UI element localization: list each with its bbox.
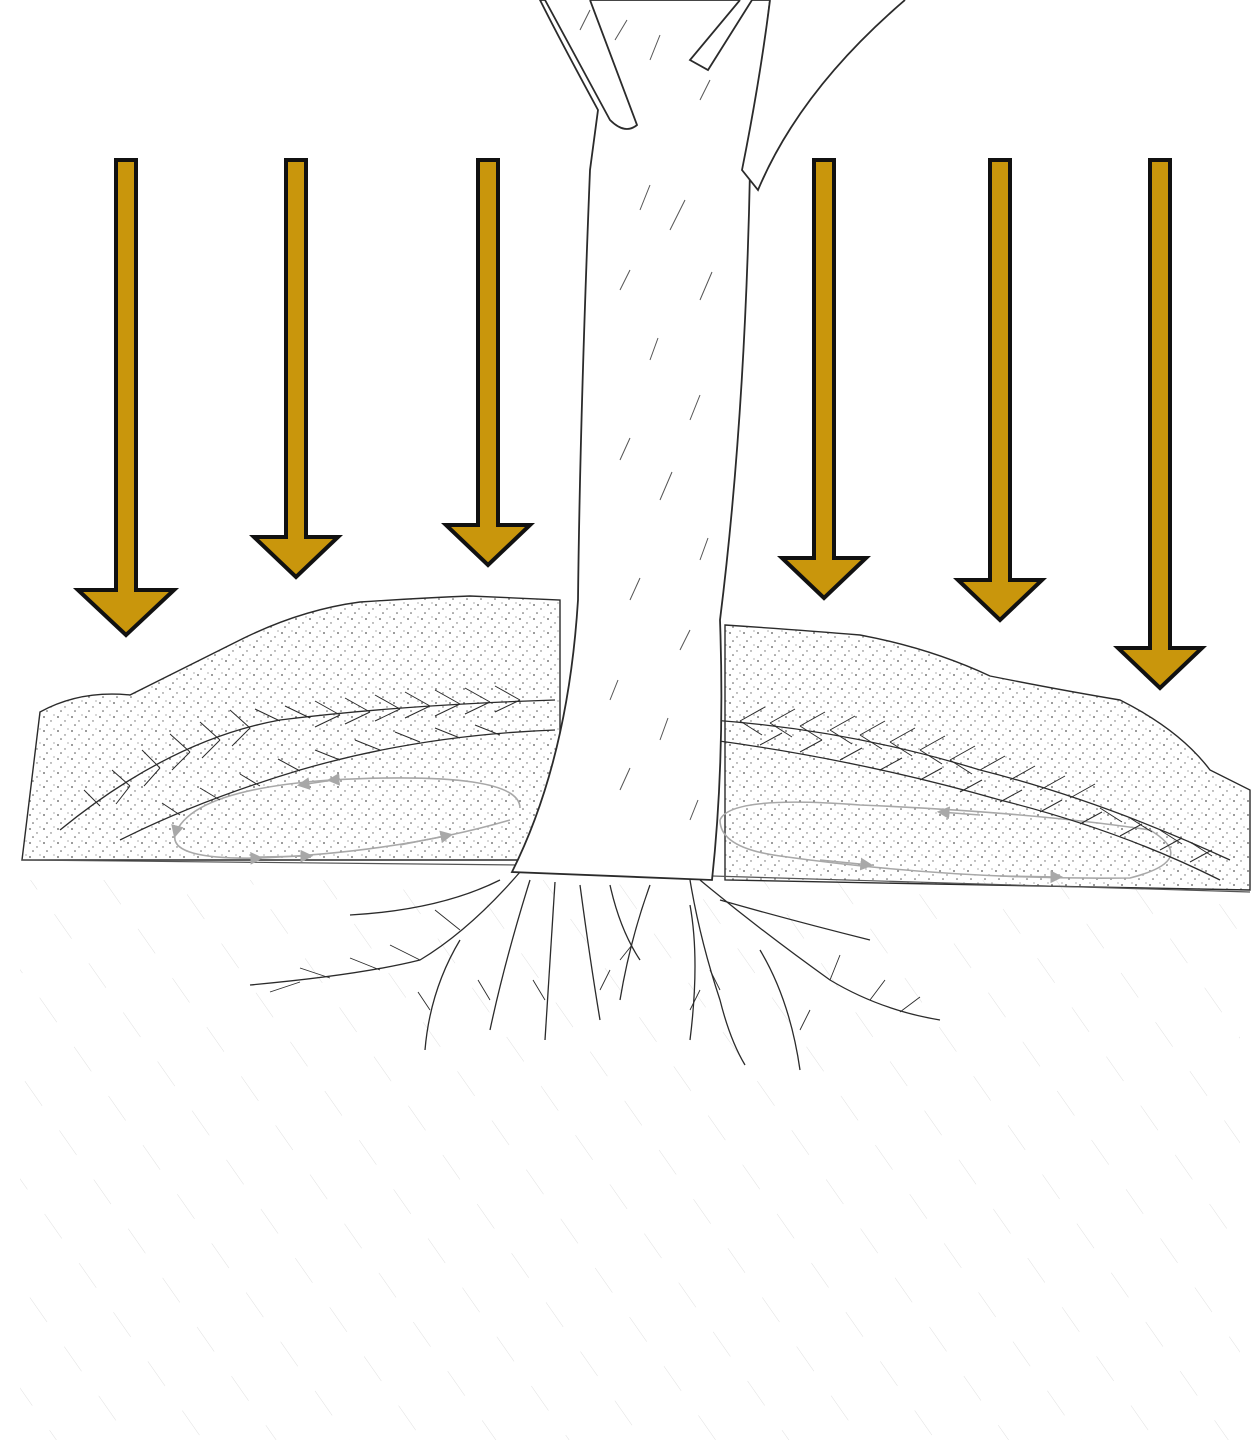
- down-arrow-icon: [782, 160, 866, 598]
- down-arrow-icon: [446, 160, 530, 565]
- ground-hatching: [20, 880, 1240, 1440]
- down-arrow-icon: [958, 160, 1042, 620]
- down-arrow-icon: [1118, 160, 1202, 688]
- down-arrow-icon: [254, 160, 338, 577]
- down-arrow-icon: [78, 160, 174, 635]
